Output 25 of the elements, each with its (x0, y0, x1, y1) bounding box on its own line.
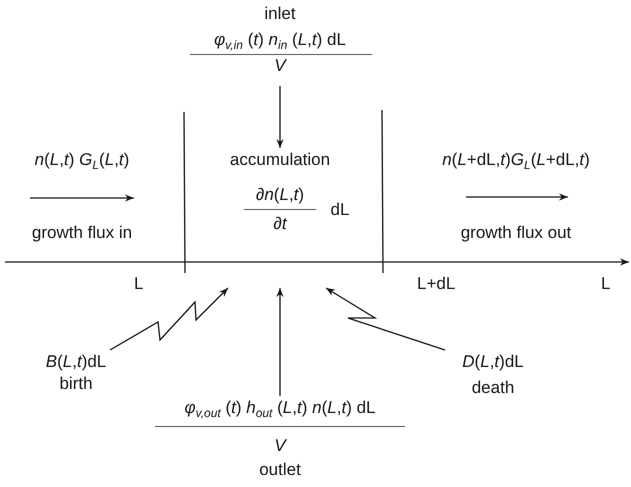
denominator: ∂t (273, 214, 287, 234)
inlet-label: inlet (264, 4, 296, 24)
flux-formula: φ$_{v,out}$ (t) h$_{out}$ (L,t) n(L,t) dL (184, 398, 376, 418)
derivative-formula: ∂n(L,t) (256, 185, 304, 205)
outlet-label: outlet (259, 460, 301, 480)
axis-tick-label: L+dL (417, 274, 456, 294)
flux-formula: n(L,t) G$_{L}$(L,t) (34, 150, 130, 170)
denominator: V (274, 436, 286, 456)
accumulation-label: accumulation (230, 150, 330, 170)
flux-formula: n(L+dL,t)G$_{L}$(L+dL,t) (442, 150, 590, 170)
death-label: death (472, 378, 514, 398)
differential: dL (330, 200, 350, 220)
arrow (276, 288, 284, 396)
death-rate-formula: D(L,t)dL (462, 352, 524, 372)
birth-label: birth (59, 374, 93, 394)
zigzag-arrow (110, 288, 228, 351)
arrow (276, 86, 284, 148)
growth-flux-out-label: growth flux out (460, 223, 572, 243)
zigzag-arrow (326, 287, 446, 351)
birth-rate-formula: B(L,t)dL (46, 352, 106, 372)
growth-flux-in-label: growth flux in (32, 223, 132, 243)
axis-tick-label: L (134, 274, 144, 294)
denominator: V (274, 56, 286, 76)
axis-label: L (601, 274, 610, 294)
flux-formula: φ$_{v,in}$ (t) n$_{in}$ (L,t) dL (214, 30, 346, 50)
